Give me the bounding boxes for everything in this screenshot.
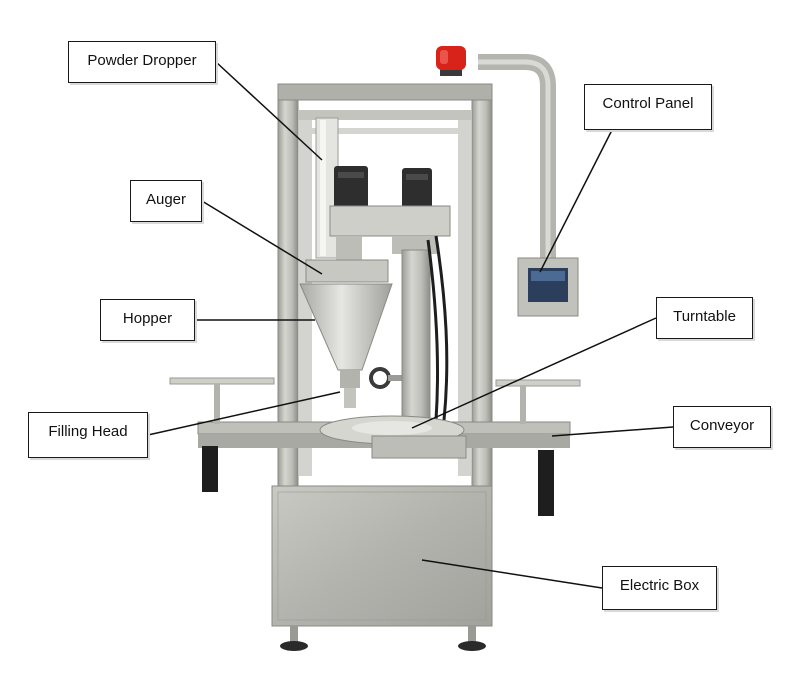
leader-filling-head <box>147 391 341 436</box>
adjust-wheel-icon <box>369 367 410 389</box>
touch-screen-icon <box>517 257 579 317</box>
label-powder-dropper: Powder Dropper <box>68 41 216 83</box>
leader-auger <box>201 200 323 275</box>
leader-electric-box <box>421 559 603 589</box>
hopper-body <box>299 259 393 408</box>
label-hopper: Hopper <box>100 299 195 341</box>
label-electric-box: Electric Box <box>602 566 717 610</box>
electric-box-cabinet <box>271 485 493 627</box>
conveyor-assembly <box>169 377 581 516</box>
label-turntable: Turntable <box>656 297 753 339</box>
leader-turntable <box>411 317 657 429</box>
control-panel-arm <box>478 54 556 262</box>
warning-beacon-icon <box>436 46 466 76</box>
label-control-panel: Control Panel <box>584 84 712 130</box>
turntable-disc <box>319 415 467 459</box>
leader-lines <box>147 61 674 589</box>
motor-mount <box>329 205 451 260</box>
lift-column <box>401 235 449 431</box>
leveling-feet <box>280 626 486 651</box>
label-conveyor: Conveyor <box>673 406 771 448</box>
label-auger: Auger <box>130 180 202 222</box>
label-filling-head: Filling Head <box>28 412 148 458</box>
leader-control-panel <box>539 129 613 273</box>
leader-powder-dropper <box>215 61 323 161</box>
leader-conveyor <box>551 426 674 437</box>
